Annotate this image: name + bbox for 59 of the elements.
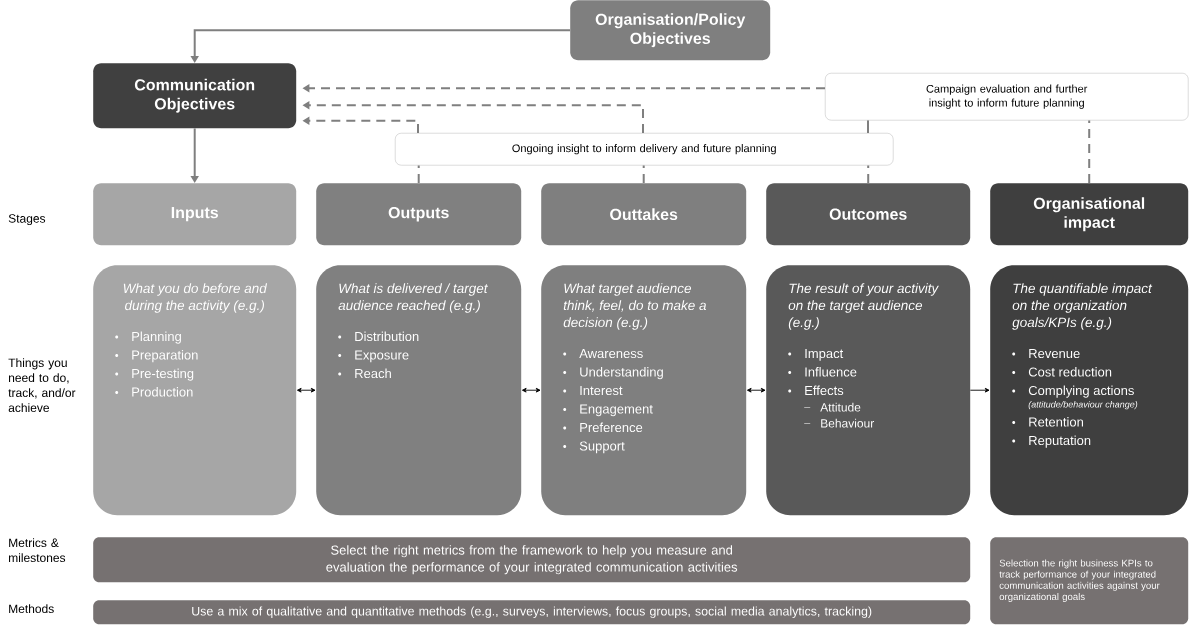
stage-box: Outcomes	[766, 183, 971, 246]
bullet-item: Awareness	[579, 349, 643, 359]
stage-box: Organisational impact	[990, 183, 1189, 246]
bullet-item: Revenue	[1029, 349, 1080, 359]
bullet-item: Preference	[580, 422, 643, 433]
bullet-item: Pre-testing	[132, 368, 194, 381]
bullet-item: Support	[579, 441, 625, 454]
arrow	[746, 387, 766, 393]
content-box	[93, 265, 297, 516]
bullet-item: Understanding	[580, 367, 663, 380]
bullet-item: Production	[132, 387, 193, 397]
bullet-item: Impact	[805, 349, 844, 361]
row-label: Metrics & milestones	[9, 538, 66, 562]
stage-box: Outtakes	[541, 183, 747, 246]
objective-box: Organisation/Policy Objectives	[570, 0, 771, 61]
bullet-item: Distribution	[355, 331, 419, 342]
bullet-item: Influence	[805, 367, 857, 377]
stage-box: Outputs	[316, 183, 522, 246]
dashed-line	[417, 164, 420, 184]
bullet-item: Exposure	[355, 350, 409, 363]
heading-text: What you do before and during the activity (e.g.)	[123, 283, 268, 313]
bullet-item: Reach	[355, 368, 391, 379]
heading-text: The result of your activity on the target audience (e.g.)	[788, 283, 939, 330]
bullet-item: Cost reduction	[1028, 367, 1112, 377]
bullet-item: Reputation	[1029, 435, 1091, 448]
heading-text: What is delivered / target audience reached (e.g.)	[338, 283, 488, 313]
objective-box: Communication Objectives	[93, 63, 297, 129]
content-box	[316, 265, 522, 516]
dashed-line	[867, 164, 870, 184]
bullet-item: Preparation	[132, 350, 198, 363]
methods-bar: Use a mix of qualitative and quantitative methods (e.g., surveys, interviews, focus groups, social media analytics, tracking)	[93, 600, 971, 625]
heading-text: What target audience think, feel, do to make a decision (e.g.)	[563, 283, 707, 330]
bullet-item: Interest	[580, 386, 623, 396]
row-label: Stages	[8, 214, 46, 226]
arrow	[969, 387, 990, 393]
bullet-item: Engagement	[580, 404, 653, 417]
row-label: Methods	[9, 604, 54, 613]
arrow	[521, 387, 541, 393]
content-box	[766, 265, 971, 516]
sub-bullet-item: Behaviour	[821, 418, 875, 428]
heading-text: The quantifiable impact on the organization goals/KPIs (e.g.)	[1012, 283, 1153, 330]
row-label: Things you need to do, track, and/or achieve	[8, 358, 76, 412]
content-box	[541, 265, 747, 516]
bullet-item: Retention	[1029, 417, 1083, 427]
sub-bullet-item: Attitude	[820, 402, 861, 412]
bullet-item: Effects	[805, 385, 844, 396]
note-text: (attitude/behaviour change)	[1028, 400, 1138, 410]
dashed-line	[642, 164, 645, 184]
metrics-bar: Select the right metrics from the framework to help you measure and evaluation the performance of your integrated communication activities	[93, 537, 971, 583]
insight-box: Ongoing insight to inform delivery and future planning	[395, 133, 894, 166]
insight-box: Campaign evaluation and further insight to inform future planning	[825, 73, 1189, 121]
kpi-box: Selection the right business KPIs to track performance of your integrated communication activities against your organizational goals	[990, 537, 1189, 625]
bullet-item: Complying actions	[1028, 385, 1134, 398]
dashed-line	[1088, 119, 1091, 184]
arrow	[296, 387, 316, 393]
content-box	[990, 265, 1189, 516]
connector-line	[867, 119, 869, 134]
stage-box: Inputs	[93, 183, 297, 246]
bullet-item: Planning	[132, 331, 181, 344]
